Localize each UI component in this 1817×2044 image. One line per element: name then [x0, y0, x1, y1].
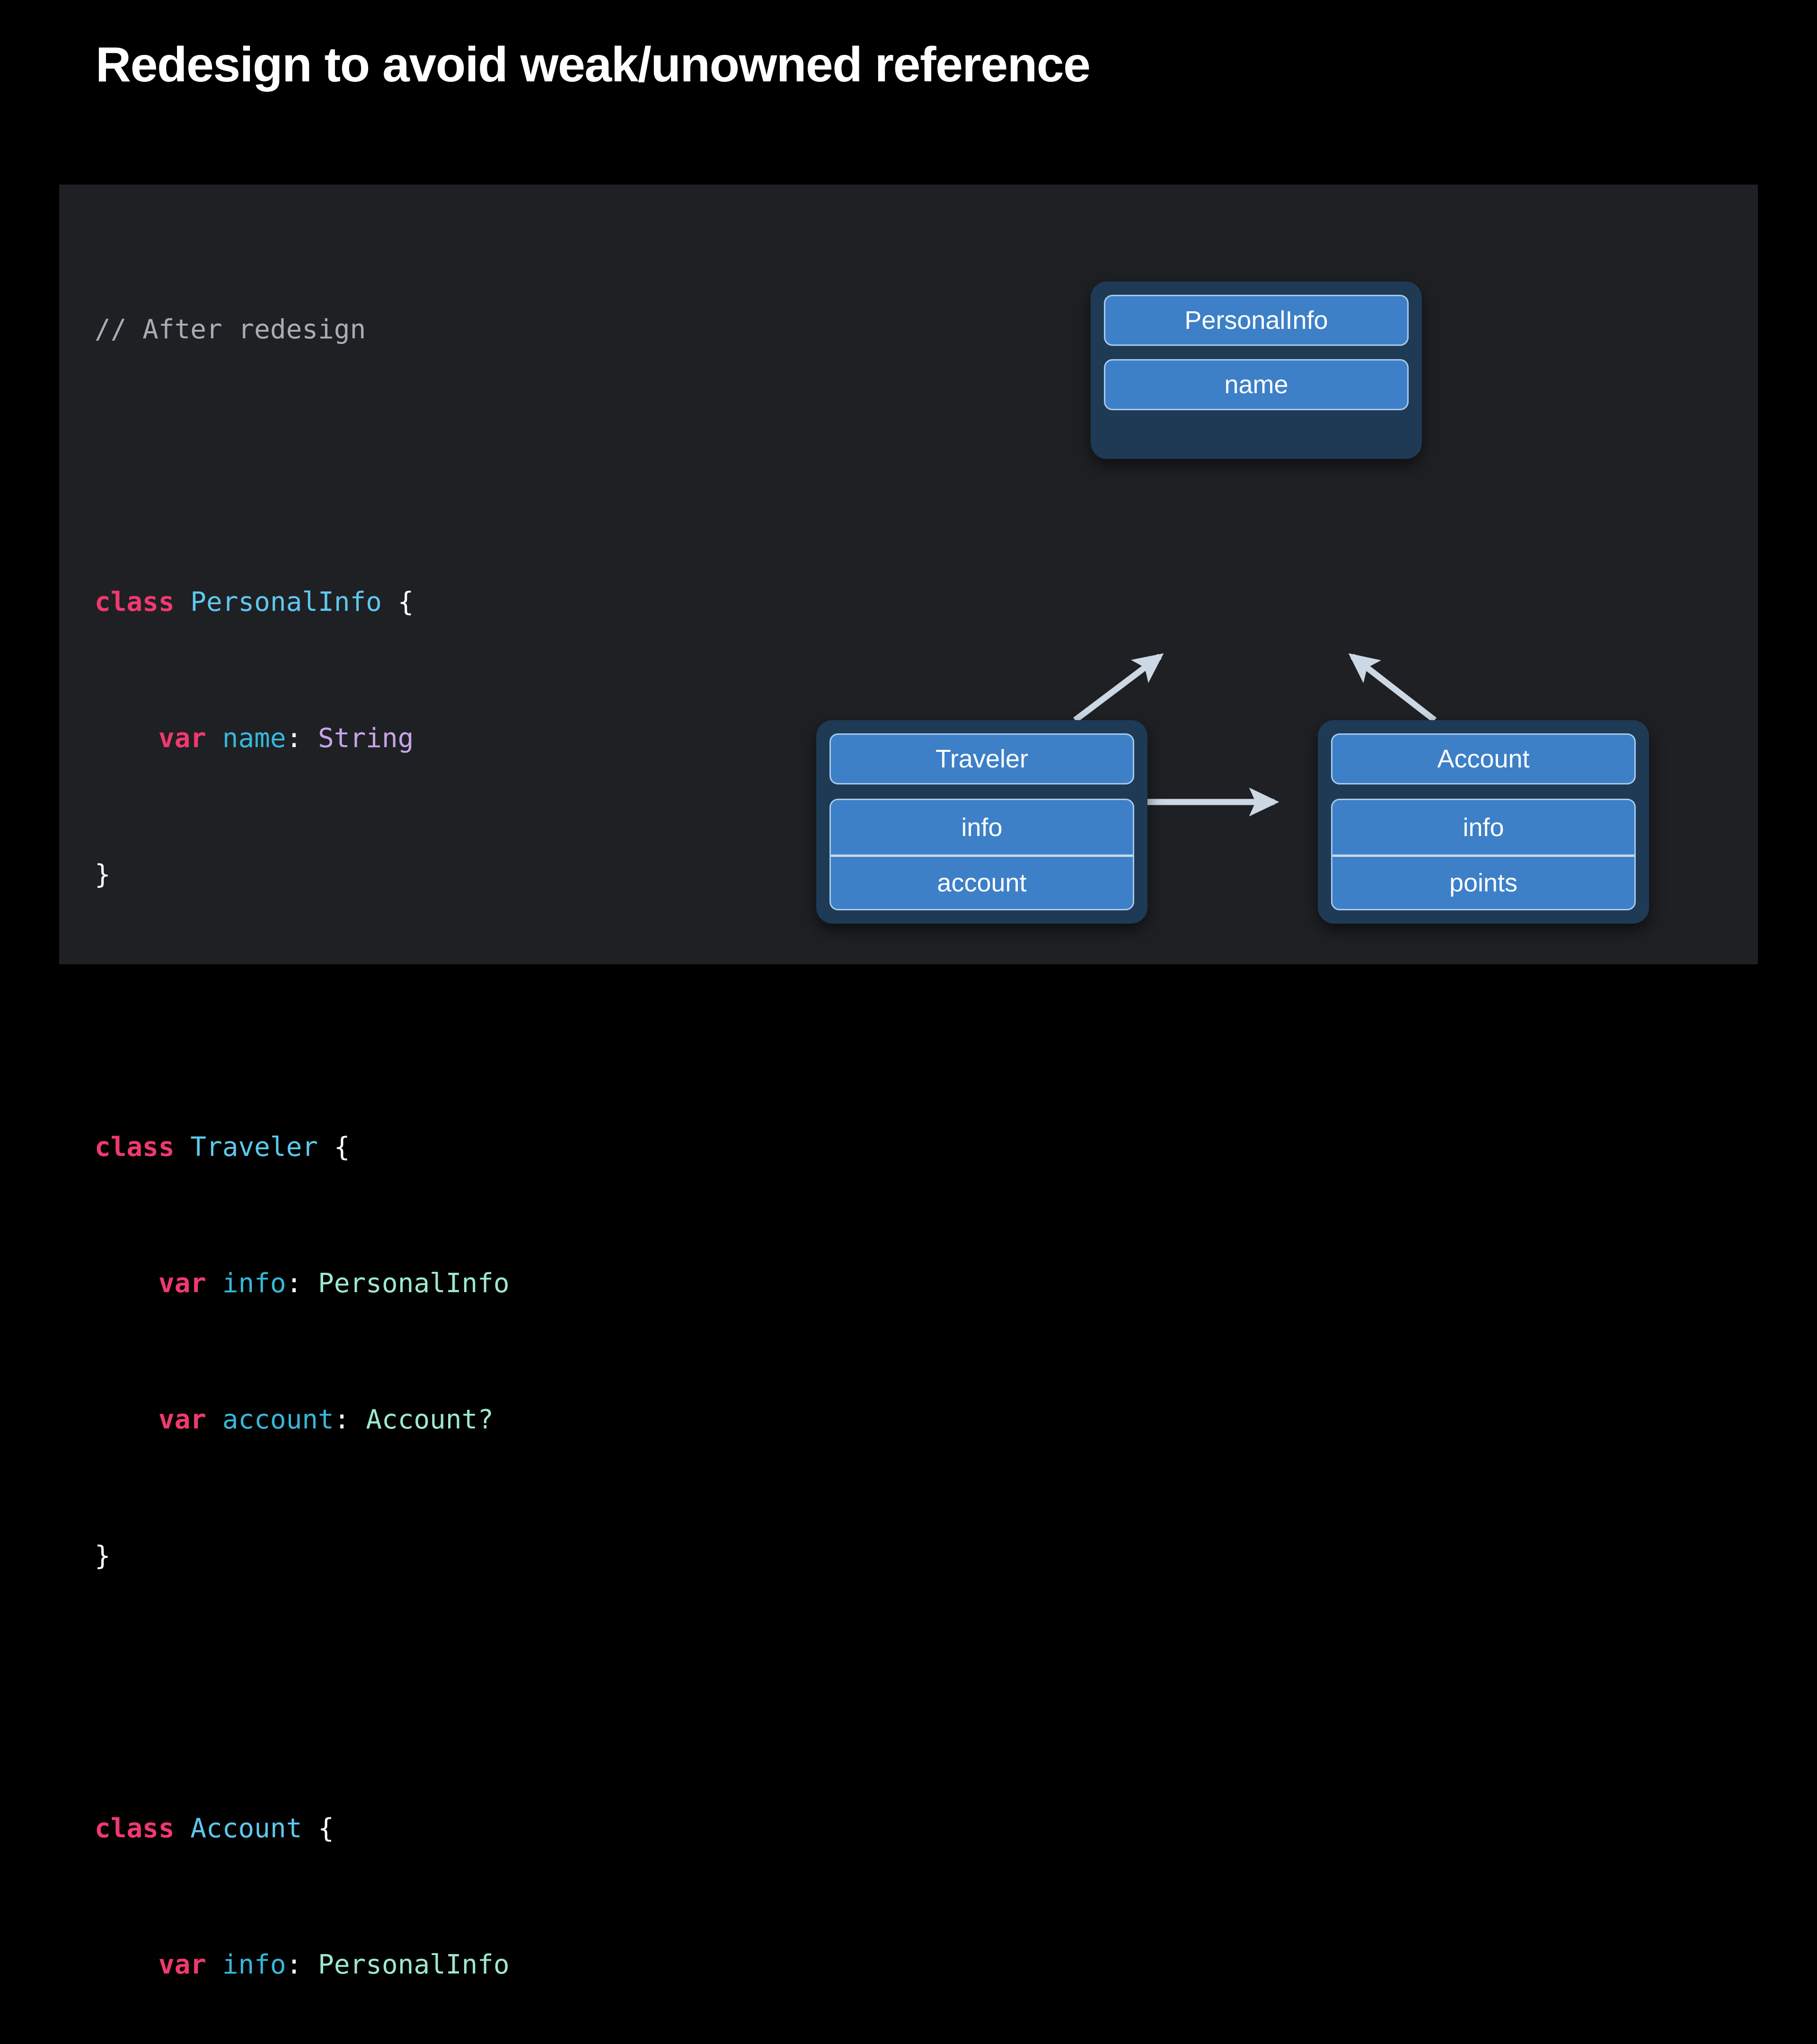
code-space: [175, 1813, 191, 1844]
code-type: PersonalInfo: [318, 1949, 510, 1980]
class-field-info: info: [1463, 813, 1504, 842]
class-node-fields: info account: [829, 799, 1134, 910]
class-node-account[interactable]: Account info points: [1318, 720, 1649, 924]
code-keyword: var: [158, 1404, 207, 1435]
code-type: PersonalInfo: [318, 1268, 510, 1299]
code-space: [206, 1949, 222, 1980]
class-node-traveler[interactable]: Traveler info account: [816, 720, 1147, 924]
code-colon: :: [334, 1404, 350, 1435]
code-line-prop-info: var info: PersonalInfo: [95, 1948, 510, 1982]
code-line-blank: [95, 994, 510, 1028]
code-colon: :: [286, 1268, 302, 1299]
class-field-name: name: [1224, 370, 1288, 399]
code-keyword: var: [158, 723, 207, 754]
code-keyword: class: [95, 1132, 175, 1163]
code-line-class-traveler: class Traveler {: [95, 1130, 510, 1164]
code-line-class-personalinfo: class PersonalInfo {: [95, 585, 510, 619]
class-node-fields: info points: [1331, 799, 1636, 910]
class-field-info: info: [961, 813, 1003, 842]
code-line-blank: [95, 1675, 510, 1709]
code-colon: :: [286, 723, 302, 754]
arrow-traveler-to-personalinfo: [1073, 653, 1164, 723]
code-space: [175, 1132, 191, 1163]
code-space: [302, 1268, 318, 1299]
class-node-fields: name: [1104, 359, 1409, 410]
code-line-class-account: class Account {: [95, 1812, 510, 1846]
code-brace-open: {: [334, 1132, 350, 1163]
content-panel: // After redesign class PersonalInfo { v…: [59, 185, 1758, 1980]
code-line-close: }: [95, 858, 510, 892]
class-node-title: PersonalInfo: [1104, 295, 1409, 346]
code-property-name: name: [222, 723, 286, 754]
code-indent: [95, 1268, 159, 1299]
class-node-title: Account: [1331, 733, 1636, 784]
code-space: [206, 1268, 222, 1299]
code-line-prop-info: var info: PersonalInfo: [95, 1267, 510, 1301]
code-brace-open: {: [397, 587, 414, 617]
code-space: [302, 1813, 318, 1844]
code-brace-open: {: [318, 1813, 334, 1844]
code-line-close: }: [95, 1539, 510, 1573]
class-field-account: account: [831, 855, 1133, 909]
code-colon: :: [286, 1949, 302, 1980]
code-property-name: account: [222, 1404, 334, 1435]
class-field-points: points: [1332, 855, 1634, 909]
code-keyword: class: [95, 587, 175, 617]
code-property-name: info: [222, 1949, 286, 1980]
class-diagram: PersonalInfo name Traveler info account …: [59, 185, 1758, 964]
code-space: [318, 1132, 334, 1163]
code-keyword: class: [95, 1813, 175, 1844]
code-keyword: var: [158, 1268, 207, 1299]
code-class-name: PersonalInfo: [190, 587, 382, 617]
code-space: [206, 1404, 222, 1435]
code-line-comment: // After redesign: [95, 313, 510, 347]
code-type: Account?: [366, 1404, 494, 1435]
code-space: [302, 1949, 318, 1980]
code-comment: // After redesign: [95, 314, 366, 345]
code-space: [350, 1404, 366, 1435]
code-keyword: var: [158, 1949, 207, 1980]
code-class-name: Traveler: [190, 1132, 318, 1163]
code-brace-close: }: [95, 1541, 111, 1571]
code-line-prop-account: var account: Account?: [95, 1403, 510, 1437]
class-node-personalinfo[interactable]: PersonalInfo name: [1091, 282, 1422, 459]
page-title: Redesign to avoid weak/unowned reference: [96, 37, 1091, 92]
code-type: String: [318, 723, 414, 754]
code-indent: [95, 1404, 159, 1435]
code-class-name: Account: [190, 1813, 302, 1844]
class-node-title: Traveler: [829, 733, 1134, 784]
code-line-prop-name: var name: String: [95, 722, 510, 756]
code-property-name: info: [222, 1268, 286, 1299]
arrow-account-to-personalinfo: [1348, 653, 1437, 723]
code-brace-close: }: [95, 859, 111, 890]
code-indent: [95, 1949, 159, 1980]
